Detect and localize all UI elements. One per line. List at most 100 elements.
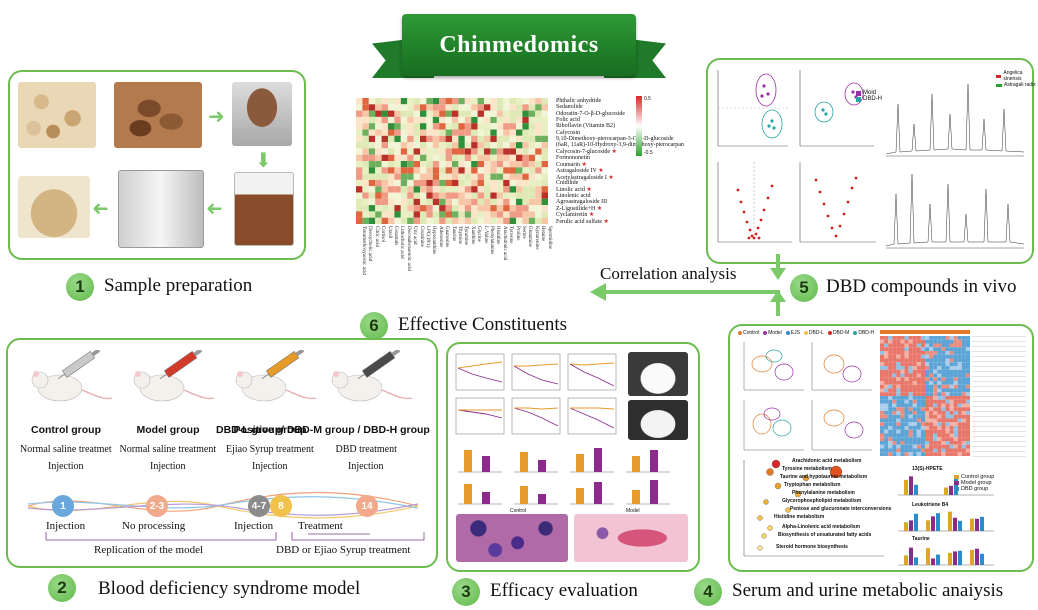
legend-swatch-astragali [996, 83, 1002, 87]
metabolite-heatmap-cell [933, 441, 938, 445]
bar [936, 513, 940, 531]
metabolite-heatmap-cell [937, 358, 942, 363]
metabolite-heatmap-cell [929, 418, 934, 423]
heatmap-cell [458, 98, 465, 105]
heatmap-cell [381, 192, 388, 199]
heatmap-cell [388, 135, 395, 143]
metabolite-heatmap-cell [900, 369, 905, 374]
heatmap-cell [458, 167, 465, 174]
metabolite-heatmap-cell [961, 336, 966, 340]
heatmap-cell [516, 179, 523, 187]
heatmap-cell [413, 129, 420, 136]
metabolite-heatmap-cell [961, 369, 966, 374]
heatmap-cell [375, 186, 382, 193]
heatmap-cell [368, 173, 376, 180]
metabolite-heatmap-cell [941, 422, 946, 426]
bar-chart-title: 13(S)-HPETE [912, 466, 943, 472]
metabolite-heatmap-cell [945, 366, 950, 370]
metabolite-heatmap-cell [904, 414, 909, 419]
metabolite-heatmap-cell [945, 403, 950, 408]
heatmap-cell [516, 129, 523, 136]
heatmap-cell [375, 154, 382, 161]
heatmap-cell [356, 98, 363, 105]
metabolite-heatmap-cell [957, 347, 962, 351]
heatmap-cell [471, 154, 478, 161]
metabolite-heatmap-cell [929, 403, 934, 408]
metabolite-heatmap-cell [957, 407, 962, 411]
mouse-syringe-illustration [220, 348, 320, 410]
metabolite-heatmap-cell [912, 452, 917, 456]
timeline-day-marker: 4-7 [248, 495, 270, 517]
metabolite-heatmap-cell [916, 381, 921, 385]
metabolite-heatmap-cell [937, 377, 942, 381]
heatmap-cell [407, 129, 414, 136]
heatmap-cell [407, 211, 414, 218]
heatmap-cell [439, 116, 446, 124]
metabolite-heatmap-cell [957, 388, 962, 393]
metabolite-heatmap-cell [896, 426, 901, 430]
metabolite-heatmap-cell [912, 441, 917, 445]
heatmap-row-label: Agroastragaloside III [556, 198, 608, 205]
metabolite-heatmap-cell [945, 336, 950, 340]
heatmap-cell [426, 123, 433, 130]
metabolite-heatmap-cell [949, 381, 954, 385]
heatmap-cell [490, 179, 497, 187]
metabolite-heatmap-cell [941, 351, 946, 355]
metabolite-heatmap-cell [937, 381, 942, 385]
heatmap-cell [388, 211, 395, 218]
heatmap-cell [496, 173, 504, 180]
group-name: Control group [31, 424, 101, 436]
heatmap-cell [381, 173, 388, 180]
metabolite-heatmap-cell [880, 381, 885, 385]
timeline-day-marker: 1 [52, 495, 74, 517]
heatmap-cell [400, 205, 408, 212]
metabolite-heatmap-cell [920, 411, 925, 415]
bar-chart [898, 476, 994, 496]
metabolite-heatmap-cell [925, 388, 930, 393]
metabolite-heatmap-cell [880, 362, 885, 366]
heatmap-cell [407, 148, 414, 155]
heatmap-cell [413, 104, 420, 111]
metabolite-heatmap-cell [957, 426, 962, 430]
metabolite-heatmap-cell [896, 336, 901, 340]
heatmap-cell [528, 167, 536, 174]
heatmap-cell [439, 173, 446, 180]
heatmap-cell [413, 167, 420, 174]
metabolite-heatmap-cell [916, 336, 921, 340]
heatmap-cell [458, 192, 465, 199]
metabolite-heatmap-cell [949, 377, 954, 381]
metabolite-heatmap-cell [925, 437, 930, 441]
heatmap-cell [362, 110, 369, 117]
metabolite-heatmap-cell [965, 351, 970, 355]
metabolite-heatmap-cell [888, 418, 893, 423]
heatmap-cell [490, 104, 497, 111]
group-treatment: Ejiao Syrup treatment [226, 444, 314, 455]
metabolite-heatmap-cell [920, 426, 925, 430]
heatmap-cell [394, 179, 401, 187]
heatmap-cell [477, 173, 484, 180]
metabolite-heatmap-cell [945, 444, 950, 449]
metabolite-heatmap-cell [904, 354, 909, 359]
heatmap-cell [381, 148, 388, 155]
heatmap-cell [541, 173, 548, 180]
heatmap-cell [426, 205, 433, 212]
metabolite-heatmap-cell [929, 392, 934, 396]
timeline-injection-1: Injection [46, 520, 86, 532]
metabolite-heatmap-cell [957, 369, 962, 374]
metabolite-heatmap-cell [933, 396, 938, 400]
histology-title-model: Model [626, 508, 640, 514]
metabolite-heatmap-cell [888, 373, 893, 378]
heatmap-cell [368, 123, 376, 130]
heatmap-cell [535, 205, 542, 212]
heatmap-legend-max: 0.5 [644, 96, 651, 102]
heatmap-cell [509, 110, 516, 117]
metabolite-heatmap-cell [965, 441, 970, 445]
heatmap-cell [490, 98, 497, 105]
heatmap-cell [503, 161, 510, 168]
heatmap-row-label: Formononetin [556, 154, 590, 161]
metabolite-heatmap-cell [961, 347, 966, 351]
metabolite-heatmap-cell [908, 407, 913, 411]
metabolite-heatmap-cell [888, 426, 893, 430]
heatmap-cell [452, 173, 459, 180]
metabolite-heatmap-cell [892, 381, 897, 385]
